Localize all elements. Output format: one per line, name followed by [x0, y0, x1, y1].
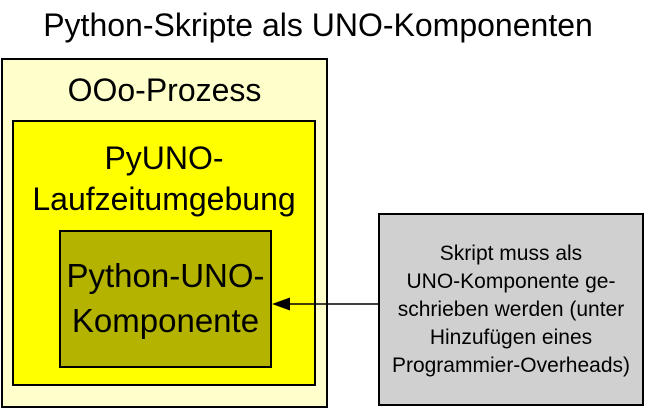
note-line-3: schrieben werden (unter [397, 297, 625, 321]
python-uno-component-label-line2: Komponente [71, 302, 260, 339]
pyuno-runtime-label: PyUNO- Laufzeitumgebung [14, 138, 314, 220]
diagram-title: Python-Skripte als UNO-Komponenten [43, 7, 593, 43]
python-uno-component-box: Python-UNO- Komponente [59, 230, 272, 368]
python-uno-component-label: Python-UNO- Komponente [61, 253, 270, 343]
left-arrow-icon [272, 297, 378, 311]
pyuno-runtime-label-line2: Laufzeitumgebung [32, 181, 296, 217]
annotation-note-box: Skript muss als UNO-Komponente ge- schri… [378, 213, 644, 406]
pyuno-runtime-label-line1: PyUNO- [104, 140, 224, 176]
annotation-note-text: Skript muss als UNO-Komponente ge- schri… [392, 240, 630, 380]
note-line-1: Skript muss als [439, 241, 583, 265]
ooo-process-label: OOo-Prozess [67, 72, 262, 108]
note-line-5: Programmier-Overheads) [391, 353, 631, 377]
note-line-4: Hinzufügen eines [429, 325, 593, 349]
python-uno-component-label-line1: Python-UNO- [66, 257, 265, 294]
note-line-2: UNO-Komponente ge- [406, 269, 616, 293]
